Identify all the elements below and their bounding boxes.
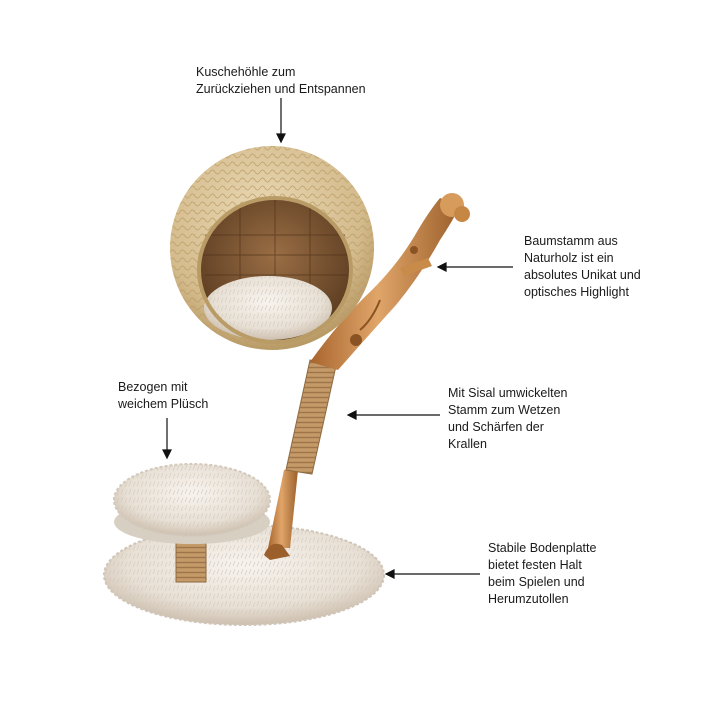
callout-base: Stabile Bodenplatte bietet festen Halt b… (488, 540, 596, 608)
callout-plush-line-1: Bezogen mit (118, 380, 188, 394)
callout-sisal-line-3: und Schärfen der (448, 420, 544, 434)
callout-arrows (162, 98, 513, 579)
callout-plush: Bezogen mit weichem Plüsch (118, 379, 208, 413)
callout-base-line-1: Stabile Bodenplatte (488, 541, 597, 555)
woven-cave (170, 146, 374, 350)
callout-sisal-line-2: Stamm zum Wetzen (448, 403, 561, 417)
callout-sisal-line-4: Krallen (448, 437, 487, 451)
callout-trunk-line-4: optisches Highlight (524, 285, 629, 299)
callout-base-line-4: Herumzutollen (488, 592, 569, 606)
natural-wood-branch (310, 193, 470, 370)
callout-trunk-line-3: absolutes Unikat und (524, 268, 641, 282)
callout-trunk-line-2: Naturholz ist ein (524, 251, 614, 265)
callout-cave-line-1: Kuschehöhle zum (196, 65, 296, 79)
callout-trunk-line-1: Baumstamm aus (524, 234, 618, 248)
callout-cave: Kuschehöhle zum Zurückziehen und Entspan… (196, 64, 366, 98)
callout-sisal: Mit Sisal umwickelten Stamm zum Wetzen u… (448, 385, 567, 453)
callout-plush-line-2: weichem Plüsch (118, 397, 209, 411)
sisal-trunk (264, 359, 337, 560)
callout-cave-line-2: Zurückziehen und Entspannen (196, 82, 366, 96)
plush-platform (113, 463, 271, 544)
callout-sisal-line-1: Mit Sisal umwickelten (448, 386, 568, 400)
callout-base-line-2: bietet festen Halt (488, 558, 582, 572)
callout-base-line-3: beim Spielen und (488, 575, 585, 589)
callout-trunk: Baumstamm aus Naturholz ist ein absolute… (524, 233, 641, 301)
base-plate (103, 524, 385, 626)
